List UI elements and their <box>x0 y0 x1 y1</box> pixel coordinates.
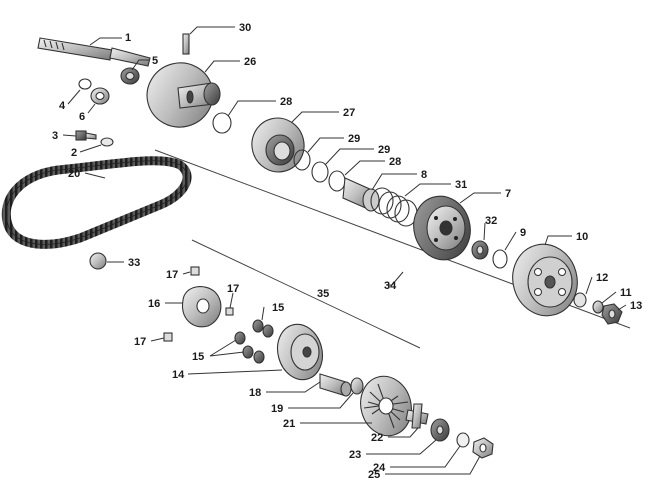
driven-pulley-fixed-half <box>146 62 221 128</box>
variator-pulley <box>276 323 324 381</box>
callout-18: 18 <box>249 387 261 399</box>
callout-17-left: 17 <box>134 336 146 348</box>
callout-1: 1 <box>125 32 131 44</box>
callout-32: 32 <box>485 215 497 227</box>
callout-23: 23 <box>349 449 361 461</box>
slide-piece-right <box>225 307 234 316</box>
callout-26: 26 <box>244 56 256 68</box>
o-ring-2 <box>311 161 329 183</box>
callout-labels: 1 5 4 6 3 2 30 26 28 27 29 29 28 8 31 7 … <box>52 22 642 481</box>
oil-seal-lower <box>328 170 346 192</box>
callout-19: 19 <box>271 403 283 415</box>
callout-14: 14 <box>172 369 185 381</box>
callout-3: 3 <box>52 130 58 142</box>
driven-pulley-movable-half <box>251 117 305 173</box>
bearing-small <box>90 87 110 105</box>
starter-pulley-washer <box>430 418 450 442</box>
callout-16: 16 <box>148 298 160 310</box>
variator-bushing <box>319 373 352 397</box>
callout-27: 27 <box>343 107 355 119</box>
washer <box>100 137 114 147</box>
clutch-spring <box>370 187 418 227</box>
callout-20: 20 <box>68 168 80 180</box>
variator-nut <box>472 437 494 459</box>
callout-11: 11 <box>620 287 632 299</box>
callout-9: 9 <box>520 227 526 239</box>
callout-17-right: 17 <box>227 283 239 295</box>
callout-7: 7 <box>505 188 511 200</box>
clutch-nut <box>471 240 489 260</box>
bushing-washer <box>350 377 364 395</box>
callout-5: 5 <box>152 55 158 67</box>
callout-33: 33 <box>128 257 140 269</box>
callout-12: 12 <box>596 272 608 284</box>
o-ring-1 <box>293 149 311 171</box>
drive-belt <box>1 156 192 249</box>
callout-29-upper: 29 <box>348 133 360 145</box>
clutch-assembly <box>413 195 471 261</box>
callout-22: 22 <box>371 432 383 444</box>
callout-24: 24 <box>373 462 386 474</box>
callout-28-lower: 28 <box>389 156 401 168</box>
circlip <box>78 78 92 90</box>
starter-dog <box>405 403 429 429</box>
oil-seal-upper <box>212 112 232 134</box>
callout-6: 6 <box>79 111 85 123</box>
callout-4: 4 <box>59 100 66 112</box>
callout-35: 35 <box>317 288 329 300</box>
callout-15-upper: 15 <box>272 302 284 314</box>
clutch-bell <box>512 243 578 317</box>
callout-10: 10 <box>576 231 588 243</box>
callout-13: 13 <box>630 300 642 312</box>
bolt <box>75 130 97 141</box>
clutch-washer <box>492 249 508 269</box>
callout-17-top: 17 <box>166 269 178 281</box>
leader-lines <box>62 26 627 475</box>
driven-shaft <box>37 37 151 67</box>
callout-2: 2 <box>71 147 77 159</box>
callout-15-lower: 15 <box>192 351 204 363</box>
fixed-fan-pulley <box>360 375 412 437</box>
spring-seat <box>342 177 380 212</box>
callout-25: 25 <box>368 469 380 481</box>
pin <box>182 33 190 55</box>
callout-31: 31 <box>455 179 467 191</box>
bell-nut <box>601 303 623 325</box>
callout-34: 34 <box>384 280 397 292</box>
bell-spacer <box>592 300 604 314</box>
slide-piece-left <box>163 332 173 342</box>
belt-side-washer <box>89 252 107 270</box>
callout-30: 30 <box>239 22 251 34</box>
callout-8: 8 <box>421 169 427 181</box>
lock-washer <box>456 432 470 448</box>
bell-washer <box>573 292 587 308</box>
callout-21: 21 <box>283 418 295 430</box>
variator-rollers <box>234 319 274 364</box>
callout-28-upper: 28 <box>280 96 292 108</box>
callout-29-lower: 29 <box>378 144 390 156</box>
slide-piece-top <box>190 266 200 276</box>
ramp-plate <box>182 286 222 328</box>
lower-assembly-axis-line <box>191 239 421 349</box>
bearing-needle <box>120 67 140 85</box>
